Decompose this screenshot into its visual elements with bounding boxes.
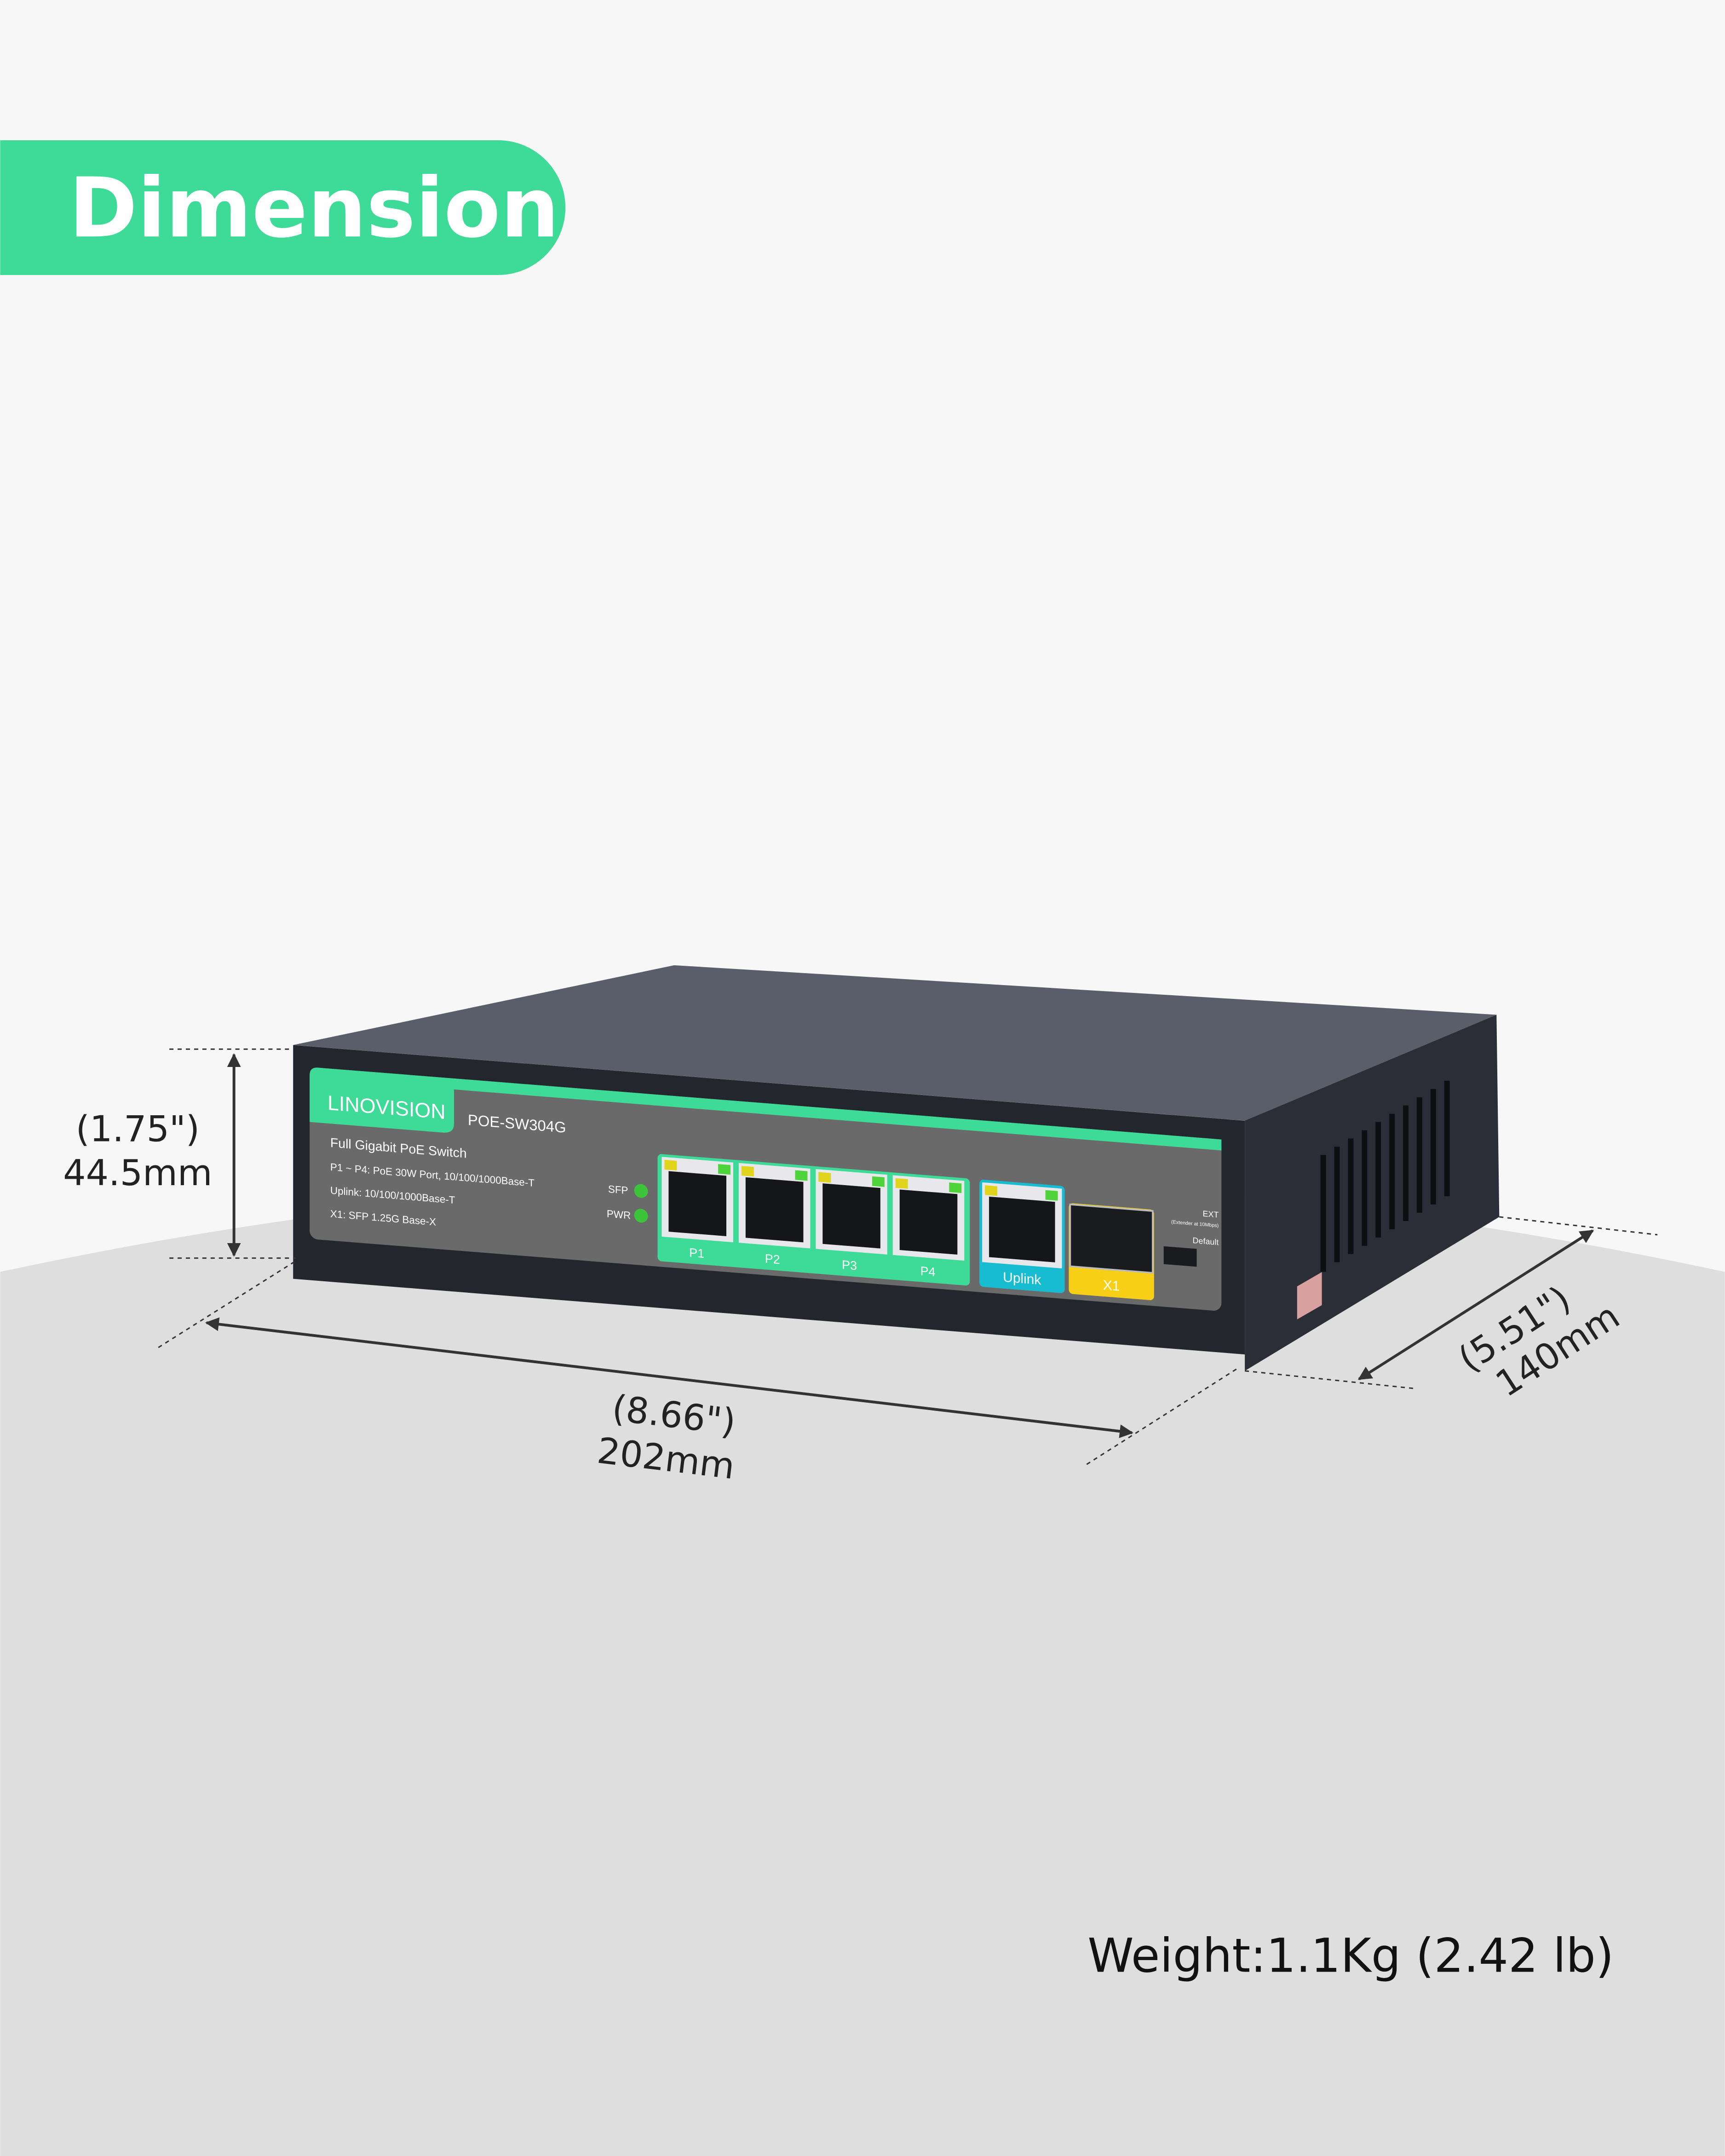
- uplink-port[interactable]: Uplink: [979, 1179, 1065, 1293]
- rj45-port-p1[interactable]: P1: [661, 1157, 733, 1263]
- weight-label: Weight:1.1Kg (2.42 lb): [1087, 1928, 1614, 1983]
- depth-arrow: [1357, 1229, 1594, 1381]
- port-label: P4: [920, 1264, 936, 1279]
- mode-toggle-switch[interactable]: [1163, 1246, 1197, 1267]
- side-vents: [1320, 1080, 1450, 1272]
- port-label: P3: [842, 1258, 857, 1273]
- rj45-port-p2[interactable]: P2: [738, 1163, 811, 1269]
- port-label: P2: [765, 1252, 780, 1267]
- switch-top-face: [293, 965, 1497, 1121]
- height-inches: (1.75"): [76, 1109, 200, 1150]
- rj45-port-p4[interactable]: P4: [892, 1175, 965, 1281]
- switch-default-label: Default: [1193, 1236, 1219, 1247]
- height-mm: 44.5mm: [63, 1153, 212, 1194]
- sfp-label: X1: [1103, 1278, 1120, 1294]
- rating-label: [1297, 1272, 1322, 1319]
- pwr-led: [634, 1209, 648, 1223]
- banner-title: Dimension: [69, 160, 559, 256]
- floor-surface: [0, 1179, 1725, 2156]
- led-label-pwr: PWR: [607, 1208, 631, 1221]
- poe-port-group: [657, 1154, 970, 1286]
- led-label-sfp: SFP: [608, 1183, 628, 1196]
- sfp-port-x1[interactable]: X1: [1069, 1203, 1154, 1301]
- port-label: P1: [689, 1246, 704, 1261]
- width-arrow: [205, 1317, 1133, 1439]
- poe-switch: LINOVISION POE-SW304G Full Gigabit PoE S…: [293, 965, 1500, 1371]
- dimension-banner: Dimension: [0, 140, 566, 275]
- uplink-label: Uplink: [1003, 1270, 1041, 1288]
- switch-ext-label: EXT: [1202, 1209, 1219, 1220]
- brand-strip: [310, 1067, 1222, 1151]
- rj45-port-p3[interactable]: P3: [816, 1169, 887, 1275]
- dimension-lines: [158, 1048, 1658, 1465]
- sfp-led: [634, 1184, 648, 1198]
